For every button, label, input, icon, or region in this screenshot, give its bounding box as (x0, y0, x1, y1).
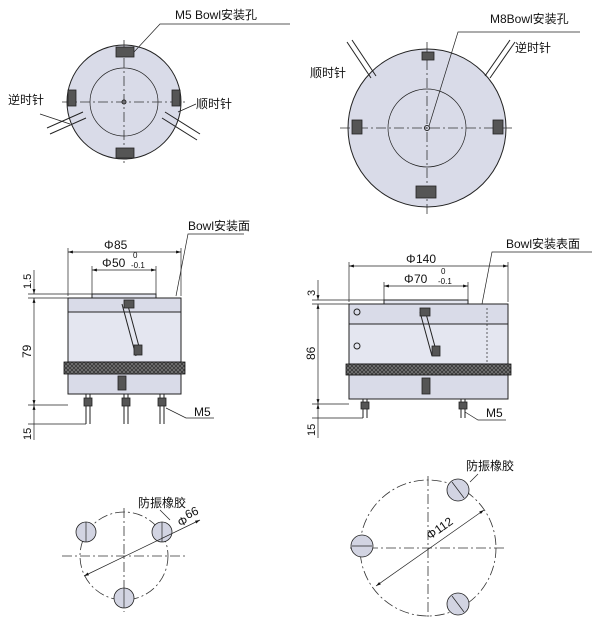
outer-dia-small: 85 (114, 238, 128, 252)
mid-right-view: Φ 140 Φ 70 0 -0.1 Bowl安装表面 3 86 15 M5 (304, 236, 592, 438)
bolt-block-right-right (492, 119, 504, 135)
arm-clamp-top-small (123, 299, 135, 309)
mid-body-small (67, 311, 182, 363)
bolt-block-top-right (421, 51, 435, 61)
bottom-right-view: 防振橡胶 Φ 112 (350, 458, 514, 620)
arm-large-a (419, 311, 433, 357)
tol-lower-large: -0.1 (438, 277, 452, 286)
bolt-block-bottom-right (415, 185, 437, 199)
arm-clamp-bot-large (431, 345, 441, 357)
ccw-arm-line-b (49, 117, 87, 135)
top-plate-small (91, 293, 157, 299)
bowl-surface-label-small: Bowl安装面 (188, 218, 250, 233)
bowl-surface-leader-small (175, 233, 244, 297)
rubber-leader-large (469, 473, 479, 483)
phi-inner-large: Φ (404, 272, 414, 286)
bolt-block-left (67, 89, 77, 107)
mid-left-view: Φ 85 Φ 50 0 -0.1 Bowl安装面 1.5 79 15 M5 (20, 218, 250, 440)
ccw-label-right: 逆时针 (515, 40, 551, 55)
bolt-block-left-right (351, 119, 363, 135)
knurl-ring-large (345, 363, 512, 376)
m8-mount-hole-label: M8Bowl安装孔 (490, 11, 569, 26)
phi-outer-small: Φ (104, 238, 114, 252)
side-bolt-bottom-large (353, 342, 361, 350)
tol-upper-large: 0 (441, 267, 446, 276)
top-plate-large (383, 299, 469, 305)
bolt-block-top (115, 46, 135, 58)
arm-clamp-bot-small (133, 344, 143, 356)
phi-inner-small: Φ (102, 256, 112, 270)
m8-leader (428, 31, 580, 127)
rubber-leader-small (159, 509, 171, 521)
side-bolt-top-large (353, 308, 361, 316)
lower-bolt-large (421, 377, 431, 395)
arm-clamp-top-large (419, 307, 431, 317)
m5-thread-leader-small (165, 407, 214, 419)
dim-top-large: 3 (306, 290, 318, 296)
ccw-arm-line-a (46, 111, 84, 129)
dim-top-small: 1.5 (22, 274, 34, 289)
m5-thread-label-large: M5 (486, 406, 503, 420)
bottom-left-view: 防振橡胶 Φ 66 (62, 495, 201, 612)
pins-large (360, 399, 468, 418)
dim-height-large-text: 86 (304, 346, 318, 360)
pins-small (83, 394, 167, 424)
m5-thread-label-small: M5 (194, 405, 211, 419)
knurl-ring-small (63, 361, 186, 375)
cw-label-left: 顺时针 (196, 96, 232, 111)
ccw-pointer-left (39, 113, 71, 125)
cw-label-right: 顺时针 (310, 65, 346, 80)
rubber-label-large: 防振橡胶 (466, 458, 514, 473)
m5-leader (133, 23, 290, 53)
pcd-dim-line-small (83, 519, 201, 577)
cw-arm-line-a (164, 111, 201, 135)
tol-lower-small: -0.1 (131, 261, 145, 270)
lower-bolt-small (117, 375, 127, 391)
ccw-label-left: 逆时针 (8, 92, 44, 107)
center-point-right (424, 125, 430, 131)
inner-dia-small: 50 (112, 256, 126, 270)
bolt-block-bottom (115, 147, 135, 159)
inner-dia-large: 70 (414, 272, 428, 286)
outer-dia-large: 140 (416, 252, 436, 266)
cw-arm-line-b (161, 117, 198, 141)
center-point (121, 99, 127, 105)
rubber-label-small: 防振橡胶 (138, 495, 186, 510)
top-right-view: M8Bowl安装孔 逆时针 顺时针 (310, 11, 580, 215)
bowl-surface-leader-large (481, 251, 592, 305)
pcd-dim-line-large (375, 509, 485, 587)
dim-pin-small: 15 (22, 428, 34, 440)
cw-arm-right-b (351, 39, 377, 77)
cw-arm-right-a (346, 41, 372, 79)
cw-pointer-left (177, 103, 197, 113)
dim-pin-large: 15 (306, 424, 318, 436)
ccw-arm-right-b (489, 41, 516, 79)
phi-outer-large: Φ (406, 252, 416, 266)
bolt-block-right (171, 89, 181, 107)
m5-mount-hole-label: M5 Bowl安装孔 (175, 7, 257, 22)
pcd-value-small: 66 (183, 503, 201, 521)
tol-upper-small: 0 (133, 251, 138, 260)
bowl-surface-label-large: Bowl安装表面 (506, 236, 580, 251)
top-left-view: M5 Bowl安装孔 逆时针 顺时针 (8, 7, 290, 165)
dim-height-small-text: 79 (20, 344, 34, 358)
m5-thread-leader-large (464, 411, 506, 421)
ccw-arm-right-a (484, 39, 511, 77)
